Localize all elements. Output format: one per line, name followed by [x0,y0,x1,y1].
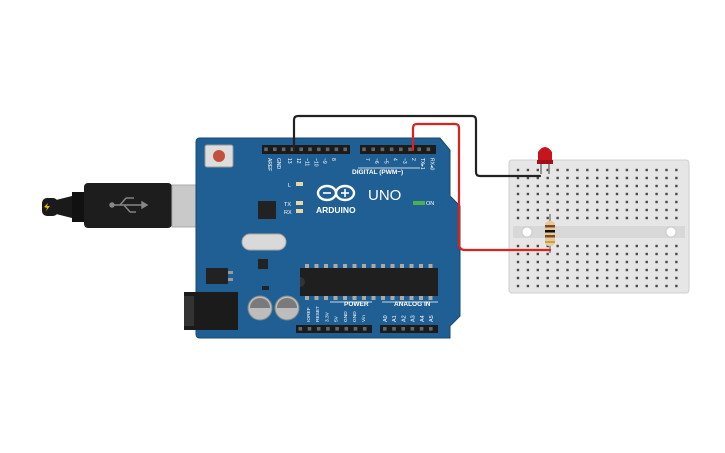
power-pin-label: 5V [334,315,340,322]
pin-label: 13 [286,158,292,164]
power-header-label: POWER [344,301,369,308]
analog-pin-label: A3 [411,315,417,322]
pin-label: ~6 [373,158,379,164]
analog-pin-label: A1 [392,315,398,322]
digital-pin-holes [264,147,431,152]
small-component [258,259,268,269]
power-pin-label: RESET [315,306,321,322]
capacitor-1 [247,295,273,321]
crystal-oscillator [241,233,287,251]
breadboard-mount-right [665,226,677,238]
usb-cable-boot [72,192,84,222]
pin-label: 7 [364,158,370,161]
logo-text: ARDUINO [316,205,356,215]
power-pin-label: IOREF [306,307,312,322]
pin-label: GND [275,158,281,170]
bottom-pin-holes [298,327,433,331]
digital-header-left[interactable] [262,145,350,154]
usb-chip [258,201,276,219]
power-pin-label: Vin [361,315,367,322]
breadboard-channel [513,226,685,238]
power-pin-label: GND [343,311,349,322]
pin-label: RX◂0 [428,158,434,170]
smd-part [262,286,269,290]
atmega-microcontroller [300,264,438,300]
led-label-rx: RX [284,210,292,216]
analog-pin-label: A0 [383,315,389,322]
pin-label: 12 [295,158,301,164]
on-label: ON [426,201,434,207]
power-pin-label: GND [352,311,358,322]
led-rx [296,209,303,213]
pin-label: TX▸1 [419,158,425,170]
power-pin-label: 3.3V [324,311,330,322]
analog-pin-label: A2 [401,315,407,322]
model-text: UNO [368,187,401,204]
digital-header-label: DIGITAL (PWM~) [352,169,403,176]
pin2-wire[interactable] [411,122,552,252]
breadboard[interactable] [508,159,690,294]
resistor[interactable] [545,214,555,253]
red-led[interactable] [537,147,553,174]
arduino-logo: ARDUINO UNO [316,184,401,215]
analog-pin-label: A4 [420,315,426,322]
pin-label: ~11 [304,158,310,166]
analog-header-label: ANALOG IN [394,301,431,308]
capacitor-2 [274,295,300,321]
gnd-wire[interactable] [292,114,542,178]
led-dome [538,147,552,160]
breadboard-holes [516,168,678,288]
pin-label: ~10 [312,158,318,167]
digital-header-right[interactable] [360,145,436,154]
lightning-icon [44,203,50,211]
led-tx [296,201,303,205]
pin-label: ~5 [382,158,388,164]
usb-cable-strain-relief [56,196,72,218]
pin-label: ~9 [321,158,327,164]
infinity-logo-icon [316,184,356,202]
onboard-leds: L TX RX [284,182,303,216]
pin-label: 2 [410,158,416,161]
power-header[interactable] [296,325,372,333]
usb-cable-end [42,198,58,216]
led-l [296,182,303,186]
breadboard-mount-left [521,226,533,238]
analog-pin-label: A5 [429,315,435,322]
pin-label: 8 [330,158,336,161]
dc-power-jack[interactable] [184,292,238,330]
reset-button[interactable] [204,144,234,168]
pin-label: AREF [266,158,272,171]
pin-label: ~3 [401,158,407,164]
power-led [413,201,425,205]
voltage-regulator [206,268,233,284]
usb-symbol-icon [109,197,149,213]
led-label-tx: TX [284,202,291,208]
pin-label: 4 [392,158,398,161]
analog-header[interactable] [380,325,438,333]
led-label-l: L [288,183,291,189]
